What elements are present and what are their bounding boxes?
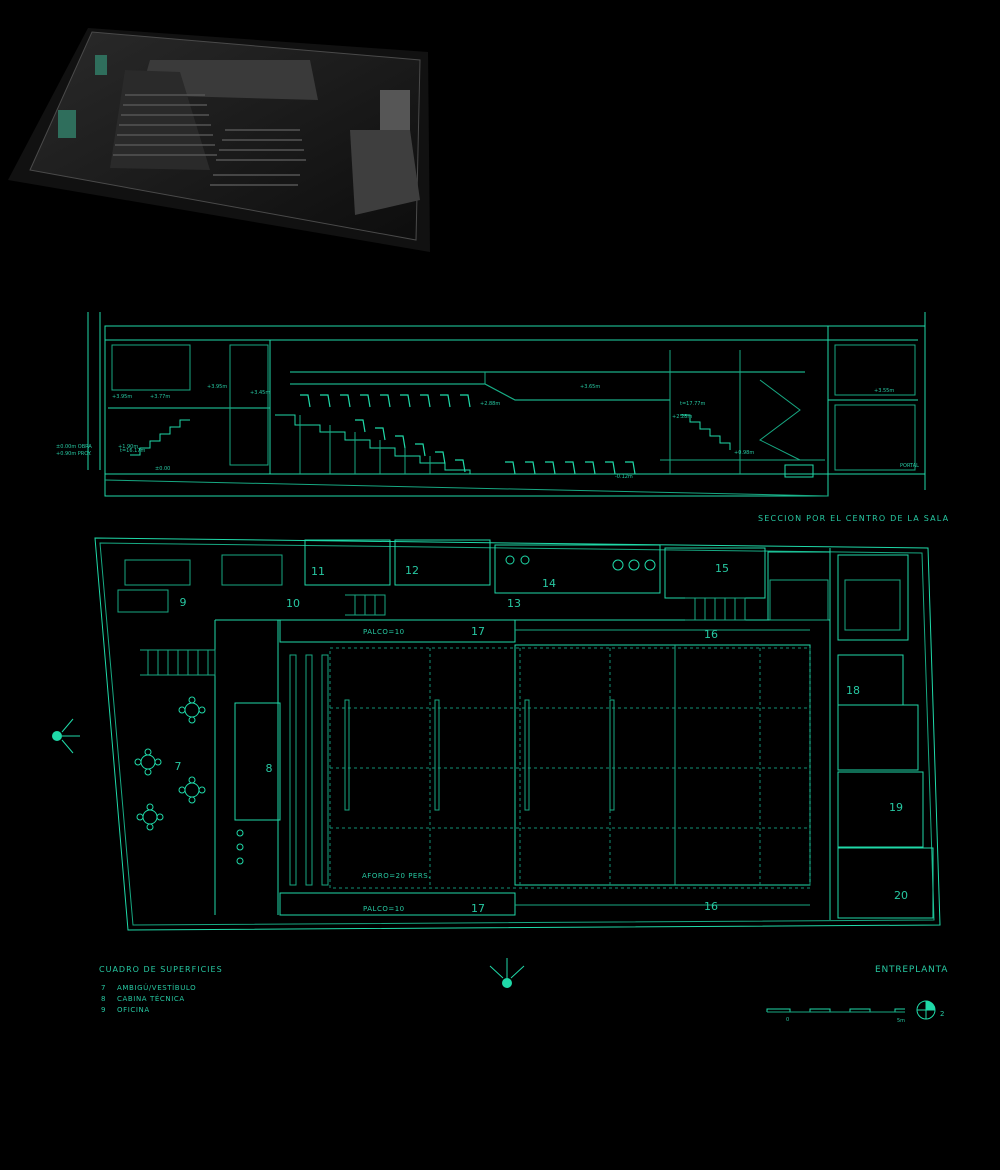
north-arrow-icon: 2 [916,1000,944,1020]
room-number: 19 [889,801,903,814]
floor-plan: 9 10 11 12 13 14 15 16 17 7 8 18 19 20 1… [94,537,948,975]
room-number: 11 [311,565,325,578]
level-label: +3.55m [874,388,894,394]
legend-num: 7 [101,984,106,992]
room-number: 10 [286,597,300,610]
level-label: t=16.17m [120,448,145,454]
room-number: 15 [715,562,729,575]
compass-icon [52,718,80,754]
scale-zero: 0 [786,1017,789,1023]
plan-title: ENTREPLANTA [875,965,948,975]
level-label: +2.28m [672,414,692,420]
aforo-label: AFORO=20 PERS. [362,872,431,880]
north-label: 2 [940,1010,944,1018]
left-mark: ±0.00m OBRA [56,444,92,450]
section-drawing: +3.95m +3.45m +3.95m +3.77m +3.65m +2.88… [56,312,949,523]
legend-name: AMBIGÚ/VESTÍBULO [117,983,196,992]
level-label: +3.95m [112,394,132,400]
level-label: -0.12m [615,474,633,480]
level-label: +3.45m [250,390,270,396]
palco-label: PALCO=10 [363,905,405,913]
scale-bar: 0 5m [766,1008,905,1024]
compass-icon [489,958,525,988]
room-number: 14 [542,577,556,590]
legend-name: CABINA TÉCNICA [117,994,185,1003]
level-label: +0.98m [734,450,754,456]
room-number: 17 [471,902,485,915]
legend-num: 9 [101,1006,106,1014]
room-number: 16 [704,900,718,913]
level-label: +3.77m [150,394,170,400]
level-label: t=17.77m [680,401,705,407]
level-label: +3.95m [207,384,227,390]
legend: CUADRO DE SUPERFICIES 7 AMBIGÚ/VESTÍBULO… [99,965,223,1014]
level-label: +1.90m [118,444,138,450]
legend-num: 8 [101,995,106,1003]
level-label: ±0.00 [155,466,170,472]
legend-name: OFICINA [117,1006,150,1014]
legend-title: CUADRO DE SUPERFICIES [99,965,223,974]
level-label: +3.65m [580,384,600,390]
section-title: SECCION POR EL CENTRO DE LA SALA [758,514,949,523]
palco-label: PALCO=10 [363,628,405,636]
room-number: 8 [266,762,273,775]
room-number: 12 [405,564,419,577]
level-label: +2.88m [480,401,500,407]
room-number: 13 [507,597,521,610]
room-number: 9 [180,596,187,609]
room-number: 16 [704,628,718,641]
level-label: PORTAL [900,463,919,469]
scale-five: 5m [897,1018,905,1024]
isometric-render [8,28,430,252]
room-number: 17 [471,625,485,638]
room-number: 7 [175,760,182,773]
room-number: 20 [894,889,908,902]
room-number: 18 [846,684,860,697]
left-mark: +0.90m PROY. [56,451,92,457]
